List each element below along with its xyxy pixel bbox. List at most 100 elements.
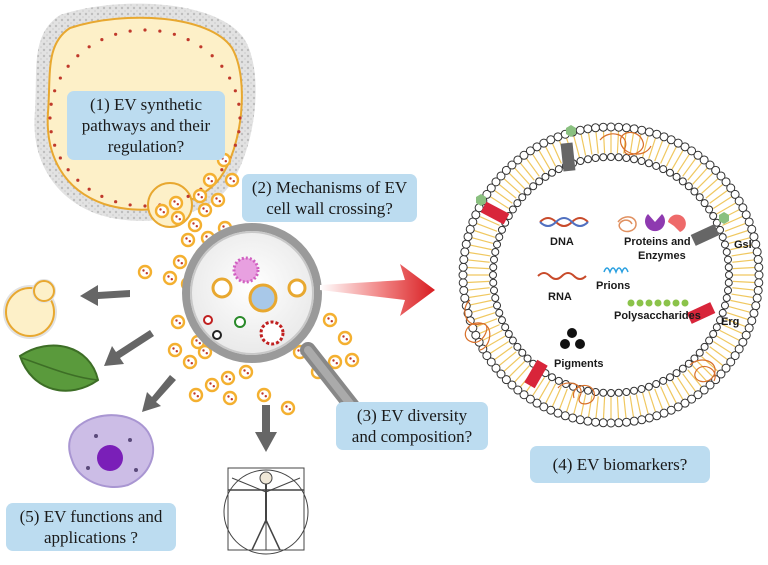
- lipid-head: [532, 398, 542, 408]
- lipid-head: [523, 354, 532, 363]
- lipid-head: [460, 247, 470, 257]
- vesicle-cluster: [137, 120, 360, 416]
- membrane-dot: [233, 143, 237, 147]
- big-red-arrow: [320, 264, 435, 316]
- membrane-dot: [199, 45, 203, 49]
- lipid-head: [659, 165, 668, 174]
- small-vesicle: [197, 202, 213, 218]
- lipid-head: [630, 155, 639, 164]
- lipid-head: [525, 146, 535, 156]
- small-vesicle: [220, 370, 236, 386]
- lipid-head: [501, 323, 510, 332]
- lipid-head: [726, 357, 736, 367]
- lipid-head: [490, 255, 499, 264]
- lipid-head: [644, 382, 653, 391]
- membrane-dot: [128, 203, 132, 207]
- question-1-box: (1) EV synthetic pathways and their regu…: [67, 91, 225, 160]
- small-vesicle: [337, 330, 353, 346]
- lipid-head: [519, 390, 529, 400]
- lipid-head: [614, 418, 624, 428]
- small-vesicle: [170, 210, 186, 226]
- small-vesicle: [137, 264, 153, 280]
- label-prions: Prions: [596, 280, 630, 292]
- lipid-head: [721, 363, 731, 373]
- lipid-head: [583, 416, 593, 426]
- lipid-head: [695, 348, 704, 357]
- lipid-head: [513, 342, 522, 351]
- lipid-head: [529, 182, 538, 191]
- lipid-head: [518, 348, 527, 357]
- lipid-head: [734, 344, 744, 354]
- label-rna: RNA: [548, 291, 572, 303]
- lipid-head: [672, 369, 681, 378]
- lipid-head: [637, 125, 647, 135]
- lipid-head: [752, 247, 762, 257]
- label-proteins-line1: Proteins and: [624, 236, 691, 248]
- lipid-head: [493, 240, 502, 249]
- membrane-dot: [238, 116, 242, 120]
- lipid-head: [700, 199, 709, 208]
- lipid-head: [752, 293, 762, 303]
- lipid-head: [519, 150, 529, 160]
- lipid-head: [720, 240, 729, 249]
- lipid-head: [576, 157, 585, 166]
- lipid-head: [507, 160, 517, 170]
- small-vesicle: [168, 195, 184, 211]
- lipid-head: [705, 336, 714, 345]
- lipid-head: [629, 416, 639, 426]
- question-5-line1: (5) EV functions and: [19, 507, 163, 526]
- lipid-head: [622, 387, 631, 396]
- lipid-head: [751, 301, 761, 311]
- lipid-head: [495, 233, 504, 242]
- lipid-head: [491, 294, 500, 303]
- lipid-head: [548, 168, 556, 177]
- lipid-head: [458, 262, 468, 272]
- small-vesicle: [180, 232, 196, 248]
- lipid-head: [680, 398, 690, 408]
- membrane-dot: [100, 194, 104, 199]
- lipid-head: [460, 293, 470, 303]
- lipid-head: [629, 124, 639, 134]
- prion-icon: [603, 267, 629, 275]
- lipid-head: [606, 122, 616, 132]
- lipid-head: [637, 384, 646, 393]
- question-1-line2: pathways and their: [81, 116, 211, 135]
- lipid-head: [575, 415, 585, 425]
- lipid-head: [560, 411, 570, 421]
- vitruvian-man-icon: [223, 467, 309, 555]
- small-vesicle: [256, 387, 272, 403]
- small-vesicle: [222, 390, 238, 406]
- membrane-dot: [210, 54, 214, 58]
- lipid-head: [463, 232, 473, 242]
- membrane-dot: [58, 76, 62, 80]
- lipid-head: [726, 183, 736, 193]
- small-yeast-cell-icon: [3, 279, 57, 339]
- lipid-head: [749, 308, 759, 318]
- lipid-head: [705, 160, 715, 170]
- lipid-head: [730, 351, 740, 361]
- pigment-icon: [560, 328, 585, 349]
- question-5-line2: applications ?: [44, 528, 138, 547]
- immune-cell-icon: [68, 414, 155, 488]
- small-vesicle: [238, 364, 254, 380]
- membrane-dot: [172, 32, 176, 36]
- polysaccharide-bead: [654, 299, 662, 307]
- lipid-head: [459, 255, 469, 265]
- lipid-head: [666, 373, 674, 382]
- membrane-dot: [66, 64, 70, 68]
- lipid-head: [718, 233, 727, 242]
- label-dna: DNA: [550, 236, 574, 248]
- lipid-head: [644, 159, 653, 168]
- label-polysaccharides: Polysaccharides: [614, 310, 701, 322]
- lipid-head: [513, 155, 523, 165]
- lipid-head: [659, 376, 668, 385]
- lipid-head: [637, 157, 646, 166]
- polysaccharide-icon: [627, 299, 689, 307]
- lipid-head: [606, 418, 616, 428]
- small-vesicle: [154, 203, 170, 219]
- lipid-head: [723, 255, 732, 264]
- lipid-head: [666, 168, 674, 177]
- small-vesicle: [167, 342, 183, 358]
- question-5-box: (5) EV functions and applications ?: [6, 503, 176, 551]
- lipid-head: [734, 196, 744, 206]
